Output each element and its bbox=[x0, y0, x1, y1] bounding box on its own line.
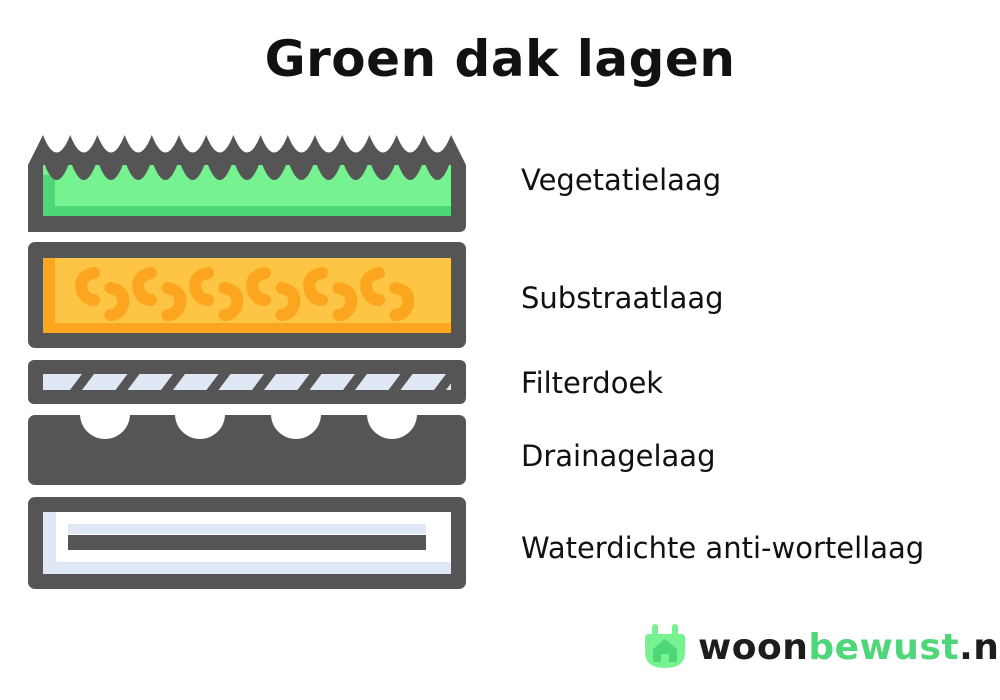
filter-stripe bbox=[297, 374, 322, 390]
logo-text-bewust: bewust bbox=[808, 626, 960, 668]
substrate-particle bbox=[332, 282, 358, 321]
substrate-particle bbox=[389, 282, 415, 321]
substrate-particle bbox=[75, 267, 100, 306]
substrate-particle bbox=[246, 267, 271, 306]
layer-label-vegetation: Vegetatielaag bbox=[521, 163, 722, 197]
house-plug-icon bbox=[645, 624, 685, 668]
substrate-particle bbox=[218, 282, 244, 321]
filter-stripe bbox=[161, 374, 185, 390]
filter-stripe bbox=[343, 374, 367, 390]
drainage-layer bbox=[28, 414, 466, 485]
logo-text-nl: .nl bbox=[959, 626, 1000, 668]
substrate-layer bbox=[28, 242, 466, 348]
layer-label-substrate: Substraatlaag bbox=[521, 281, 724, 315]
filter-stripe bbox=[206, 374, 231, 390]
filter-stripe bbox=[388, 374, 413, 390]
drainage-cup bbox=[271, 414, 321, 439]
layer-label-waterproof: Waterdichte anti-wortellaag bbox=[521, 531, 925, 565]
substrate-particle bbox=[275, 282, 301, 321]
logo-text: woonbewust.nl bbox=[698, 627, 1000, 668]
substrate-particle bbox=[303, 267, 328, 306]
substrate-particle bbox=[132, 267, 157, 306]
brand-logo: woonbewust.nl bbox=[640, 622, 1000, 672]
waterproof-root-barrier-layer bbox=[28, 497, 466, 589]
drainage-cup bbox=[175, 414, 225, 439]
layer-label-filter: Filterdoek bbox=[521, 366, 664, 400]
substrate-particle bbox=[360, 267, 385, 306]
logo-text-woon: woon bbox=[698, 626, 809, 668]
drainage-cup bbox=[367, 414, 417, 439]
substrate-particle bbox=[104, 282, 130, 321]
page-title: Groen dak lagen bbox=[264, 30, 736, 88]
filter-stripe bbox=[252, 374, 276, 390]
filter-stripe bbox=[70, 374, 94, 390]
vegetation-layer bbox=[28, 135, 466, 232]
filter-stripe bbox=[434, 374, 458, 390]
filter-stripe bbox=[115, 374, 140, 390]
layer-label-drainage: Drainagelaag bbox=[521, 439, 716, 473]
substrate-particle bbox=[161, 282, 187, 321]
drainage-cup bbox=[80, 414, 130, 439]
filter-fabric-layer bbox=[28, 360, 466, 404]
substrate-particle bbox=[189, 267, 214, 306]
grass-blades bbox=[43, 160, 451, 180]
